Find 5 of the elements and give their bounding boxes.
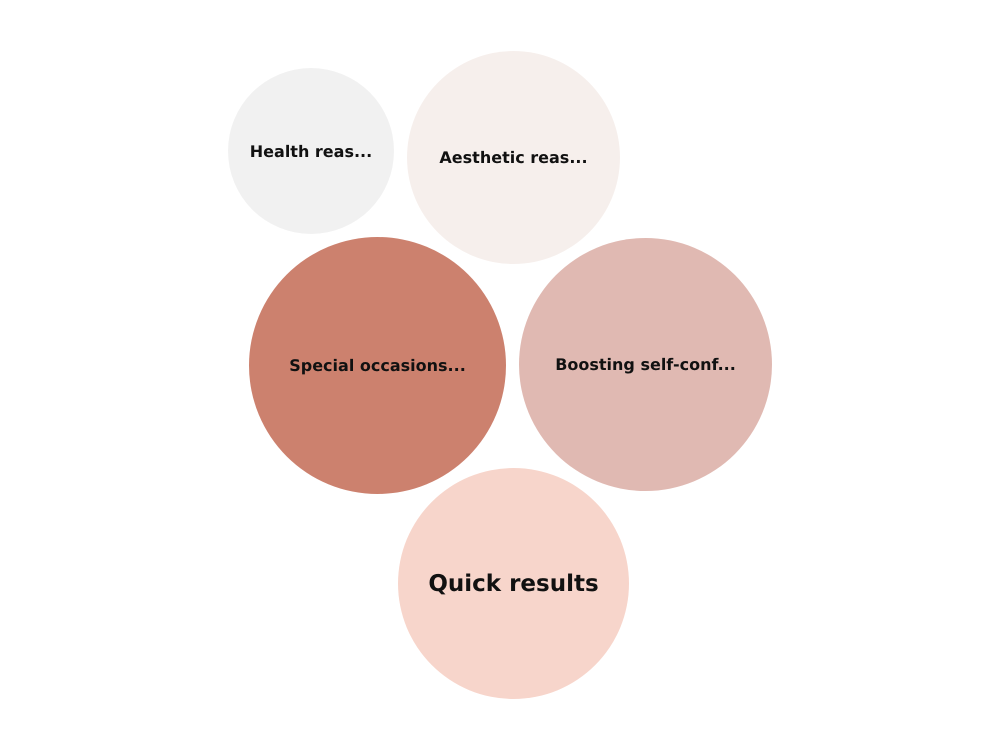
bubble-label: Quick results: [428, 570, 599, 596]
bubble-label: Health reas...: [250, 142, 372, 160]
bubble-label: Special occasions...: [289, 356, 466, 375]
bubble-label: Aesthetic reas...: [439, 148, 588, 167]
bubble-label: Boosting self-conf...: [555, 355, 736, 374]
